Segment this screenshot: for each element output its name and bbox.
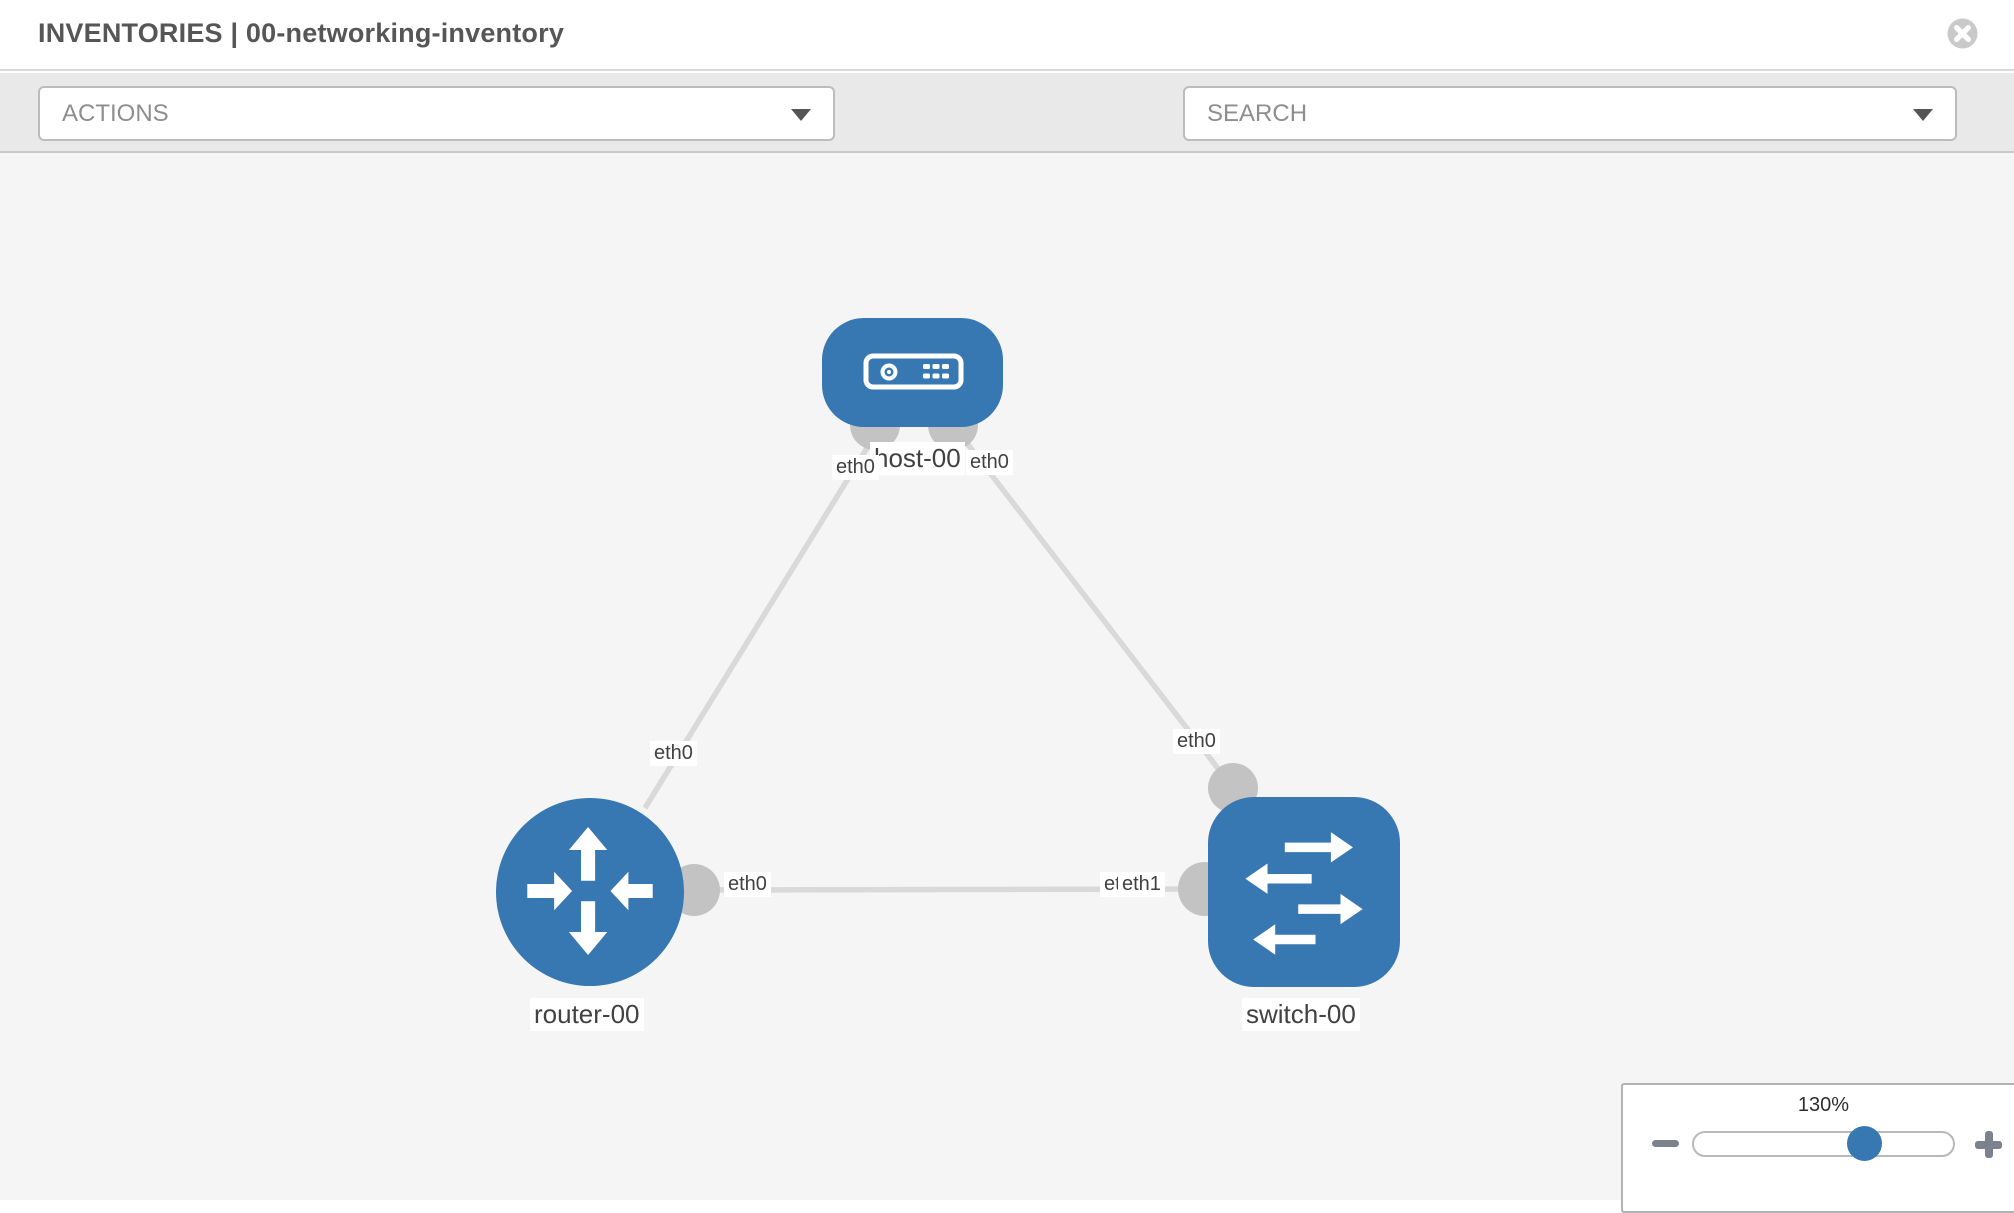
actions-dropdown[interactable]: ACTIONS (38, 86, 835, 141)
node-label-host: host-00 (870, 442, 965, 475)
zoom-level: 130% (1797, 1094, 1850, 1116)
node-switch-00[interactable] (1208, 797, 1400, 987)
zoom-out-button[interactable] (1652, 1140, 1679, 1147)
zoom-in-button[interactable] (1975, 1131, 2002, 1158)
page-title: INVENTORIES | 00-networking-inventory (38, 18, 565, 48)
close-icon (1947, 18, 1978, 52)
chevron-down-icon (791, 109, 811, 121)
link-host-switch[interactable] (950, 423, 1236, 790)
node-label-switch: switch-00 (1242, 998, 1360, 1031)
zoom-panel: 130% (1621, 1083, 2014, 1213)
interface-label-host-left: eth0 (832, 455, 879, 480)
close-button[interactable] (1947, 18, 1978, 49)
interface-label-host-right: eth0 (966, 450, 1013, 475)
topology-graph (496, 318, 1400, 987)
chevron-down-icon (1913, 109, 1933, 121)
toolbar: ACTIONS SEARCH (0, 73, 2014, 207)
zoom-slider[interactable] (1692, 1131, 1955, 1157)
interface-label-link-switch-side-front: eth1 (1118, 872, 1165, 897)
host-icon (863, 353, 964, 390)
interface-label-link-router-side: eth0 (724, 872, 771, 897)
node-host-00[interactable] (822, 318, 1003, 427)
search-dropdown[interactable]: SEARCH (1183, 86, 1957, 141)
interface-label-router-top: eth0 (650, 741, 697, 766)
topology-canvas[interactable]: host-00 router-00 switch-00 eth0 eth0 et… (0, 153, 2014, 1213)
search-dropdown-label: SEARCH (1207, 100, 1308, 127)
zoom-slider-handle[interactable] (1847, 1126, 1882, 1161)
header: INVENTORIES | 00-networking-inventory (0, 0, 2014, 71)
node-router-00[interactable] (496, 798, 684, 986)
router-icon (527, 827, 653, 955)
actions-dropdown-label: ACTIONS (62, 100, 169, 127)
switch-icon (1245, 832, 1363, 955)
interface-label-switch-top: eth0 (1173, 729, 1220, 754)
node-label-router: router-00 (530, 998, 644, 1031)
